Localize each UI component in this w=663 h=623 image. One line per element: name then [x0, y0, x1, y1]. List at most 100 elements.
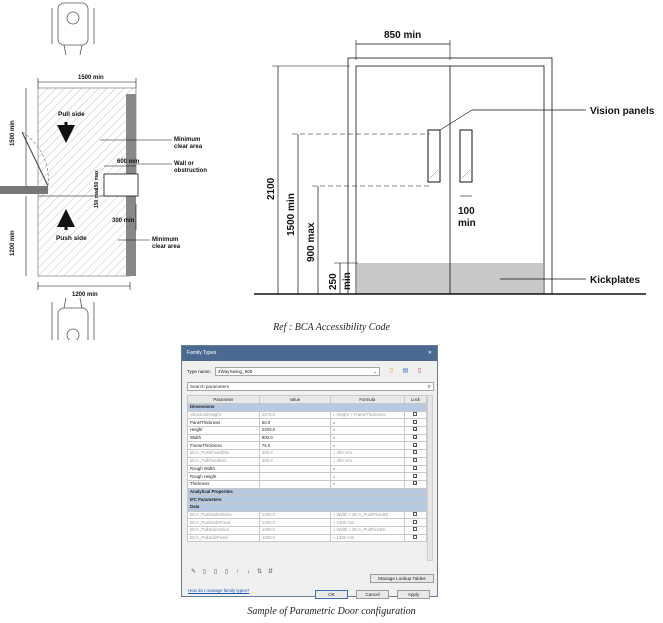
lock-checkbox[interactable]: [413, 419, 418, 424]
formula-cell[interactable]: = Height + FrameThickness: [329, 410, 405, 420]
value-cell[interactable]: 1200.0: [258, 510, 331, 520]
type-name-value: 2WaySwing_900: [218, 369, 253, 374]
sort-descending-icon[interactable]: ⇵: [267, 569, 274, 575]
table-header: Parameter Value Formula Lock: [187, 395, 428, 404]
header-value[interactable]: Value: [258, 395, 331, 404]
sort-ascending-icon[interactable]: ⇅: [256, 569, 263, 575]
lock-cell: ✓: [403, 472, 428, 481]
search-placeholder: Search parameters: [190, 384, 230, 389]
new-parameter-icon[interactable]: ▯: [202, 569, 207, 575]
help-link[interactable]: How do I manage family types?: [188, 588, 250, 593]
cancel-button[interactable]: Cancel: [356, 590, 389, 599]
lock-checkbox[interactable]: ✓: [413, 435, 418, 441]
table-row[interactable]: Rough Height=✓: [187, 472, 428, 481]
formula-cell[interactable]: = 1200 mm: [329, 533, 405, 543]
delete-parameter-icon[interactable]: ▯: [224, 569, 229, 575]
value-cell[interactable]: 1200.0: [258, 518, 331, 527]
lock-checkbox[interactable]: ✓: [413, 450, 418, 456]
group-row[interactable]: Dimensions: [187, 403, 427, 412]
formula-cell[interactable]: =: [329, 418, 405, 428]
lock-checkbox[interactable]: ✓: [413, 473, 418, 479]
value-cell[interactable]: [258, 479, 331, 489]
group-row[interactable]: IFC Parameters: [187, 495, 427, 504]
table-scrollbar[interactable]: [427, 395, 433, 561]
formula-cell[interactable]: =: [329, 433, 405, 443]
lock-checkbox[interactable]: ✓: [413, 481, 418, 487]
manage-lookup-button[interactable]: Manage Lookup Tables: [370, 574, 434, 583]
lock-checkbox[interactable]: ✓: [413, 458, 418, 464]
formula-cell[interactable]: = Width + BCA_PushFixedDi: [329, 510, 405, 520]
table-row[interactable]: Rough Width=✓: [187, 464, 428, 474]
value-cell[interactable]: 900.0: [258, 433, 331, 443]
formula-cell[interactable]: = 1200 mm: [329, 518, 405, 527]
value-cell[interactable]: 1200.0: [258, 526, 331, 535]
formula-cell[interactable]: =: [329, 479, 405, 489]
value-cell[interactable]: 75.0: [258, 441, 331, 451]
callout-kickplates: Kickplates: [590, 275, 640, 286]
group-row[interactable]: Data: [187, 502, 427, 512]
lock-checkbox[interactable]: ✓: [413, 465, 418, 471]
copy-parameter-icon[interactable]: ▯: [213, 569, 218, 575]
dim-250-min: min: [342, 272, 353, 290]
move-down-icon[interactable]: ↓: [247, 569, 250, 575]
value-cell[interactable]: 300.0: [258, 449, 331, 458]
header-lock[interactable]: Lock: [403, 395, 428, 404]
lock-checkbox[interactable]: ✓: [413, 412, 418, 418]
search-input[interactable]: Search parameters ⌕: [187, 382, 434, 391]
ok-button[interactable]: OK: [315, 590, 348, 599]
close-icon[interactable]: ✕: [427, 350, 432, 356]
dim-1500-top: 1500 min: [78, 75, 104, 81]
type-name-row: Type name: 2WaySwing_900 ⌄ ▯ ▤ ▯: [187, 367, 434, 377]
value-cell[interactable]: 50.0: [258, 418, 331, 428]
formula-cell[interactable]: =: [329, 426, 405, 435]
dim-1200-left: 1200 min: [10, 230, 16, 256]
table-row[interactable]: Thickness=✓: [187, 479, 428, 489]
value-cell[interactable]: [258, 464, 331, 474]
caption-sample: Sample of Parametric Door configuration: [247, 606, 416, 617]
value-cell[interactable]: 2275.0: [258, 410, 331, 420]
formula-cell[interactable]: = Width + BCA_PullFixedDi: [329, 526, 405, 535]
group-label: Dimensions: [187, 403, 427, 412]
formula-cell[interactable]: =: [329, 464, 405, 474]
value-cell[interactable]: 1200.0: [258, 533, 331, 543]
new-type-icon[interactable]: ▯: [389, 368, 394, 374]
lock-checkbox[interactable]: [413, 519, 418, 524]
lock-checkbox[interactable]: ✓: [413, 511, 418, 517]
formula-cell[interactable]: = 300 mm: [329, 456, 405, 466]
dialog-titlebar: Family Types ✕: [182, 346, 437, 361]
lock-checkbox[interactable]: ✓: [413, 427, 418, 433]
delete-type-icon[interactable]: ▯: [417, 368, 422, 374]
lock-cell: [403, 533, 428, 543]
type-name-select[interactable]: 2WaySwing_900 ⌄: [215, 367, 380, 376]
value-cell[interactable]: [258, 472, 331, 481]
apply-button[interactable]: Apply: [397, 590, 430, 599]
lock-checkbox[interactable]: [413, 535, 418, 540]
rename-type-icon[interactable]: ▤: [402, 368, 409, 374]
header-formula[interactable]: Formula: [329, 395, 405, 404]
group-row[interactable]: Analytical Properties: [187, 487, 427, 497]
value-cell[interactable]: 2200.0: [258, 426, 331, 435]
pencil-icon[interactable]: ✎: [190, 569, 197, 575]
header-parameter[interactable]: Parameter: [187, 395, 260, 404]
param-cell: Width: [187, 433, 260, 443]
formula-cell[interactable]: =: [329, 441, 405, 451]
formula-cell[interactable]: = 300 mm: [329, 449, 405, 458]
value-cell[interactable]: 300.0: [258, 456, 331, 466]
move-up-icon[interactable]: ↑: [236, 569, 239, 575]
formula-cell[interactable]: =: [329, 472, 405, 481]
lock-checkbox[interactable]: ✓: [413, 442, 418, 448]
dim-100-min: min: [458, 218, 476, 229]
lock-checkbox[interactable]: ✓: [413, 527, 418, 533]
